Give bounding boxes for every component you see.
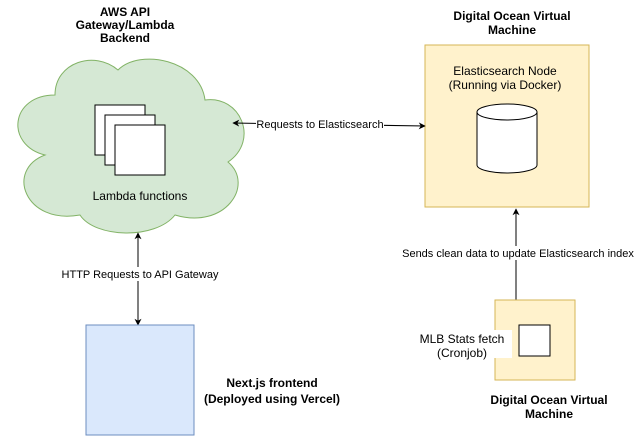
requests-to-es-label: Requests to Elasticsearch [256,119,383,131]
lambda-square-front [114,124,166,176]
do-bottom-title-line-2: Machine [525,407,573,421]
mlb-fetch-label-bg [414,330,512,358]
sends-clean-data-label: Sends clean data to update Elasticsearch… [402,248,634,260]
nextjs-label-line-1: Next.js frontend [226,376,317,390]
requests-to-es-label-bg [256,118,384,131]
http-requests-label-bg [60,267,220,281]
lambda-functions-label: Lambda functions [93,189,188,203]
mlb-fetch-label-line-1: MLB Stats fetch [420,332,505,346]
aws-title-line-3: Backend [100,31,150,45]
es-node-label-line-1: Elasticsearch Node [453,64,557,78]
do-top-title-line-2: Machine [488,23,536,37]
aws-title-line-1: AWS API [100,5,150,19]
http-requests-label: HTTP Requests to API Gateway [62,269,219,281]
aws-title-line-2: Gateway/Lambda [76,18,175,32]
do-bottom-title-line-1: Digital Ocean Virtual [490,393,607,407]
cronjob-square-icon [518,324,551,357]
sends-clean-data-label-bg [398,246,634,260]
es-node-label-line-2: (Running via Docker) [449,78,562,92]
frontend-box [85,324,195,436]
database-icon [476,103,538,174]
do-top-title-line-1: Digital Ocean Virtual [453,9,570,23]
mlb-fetch-label-line-2: (Cronjob) [437,346,487,360]
nextjs-label-line-2: (Deployed using Vercel) [204,392,340,406]
